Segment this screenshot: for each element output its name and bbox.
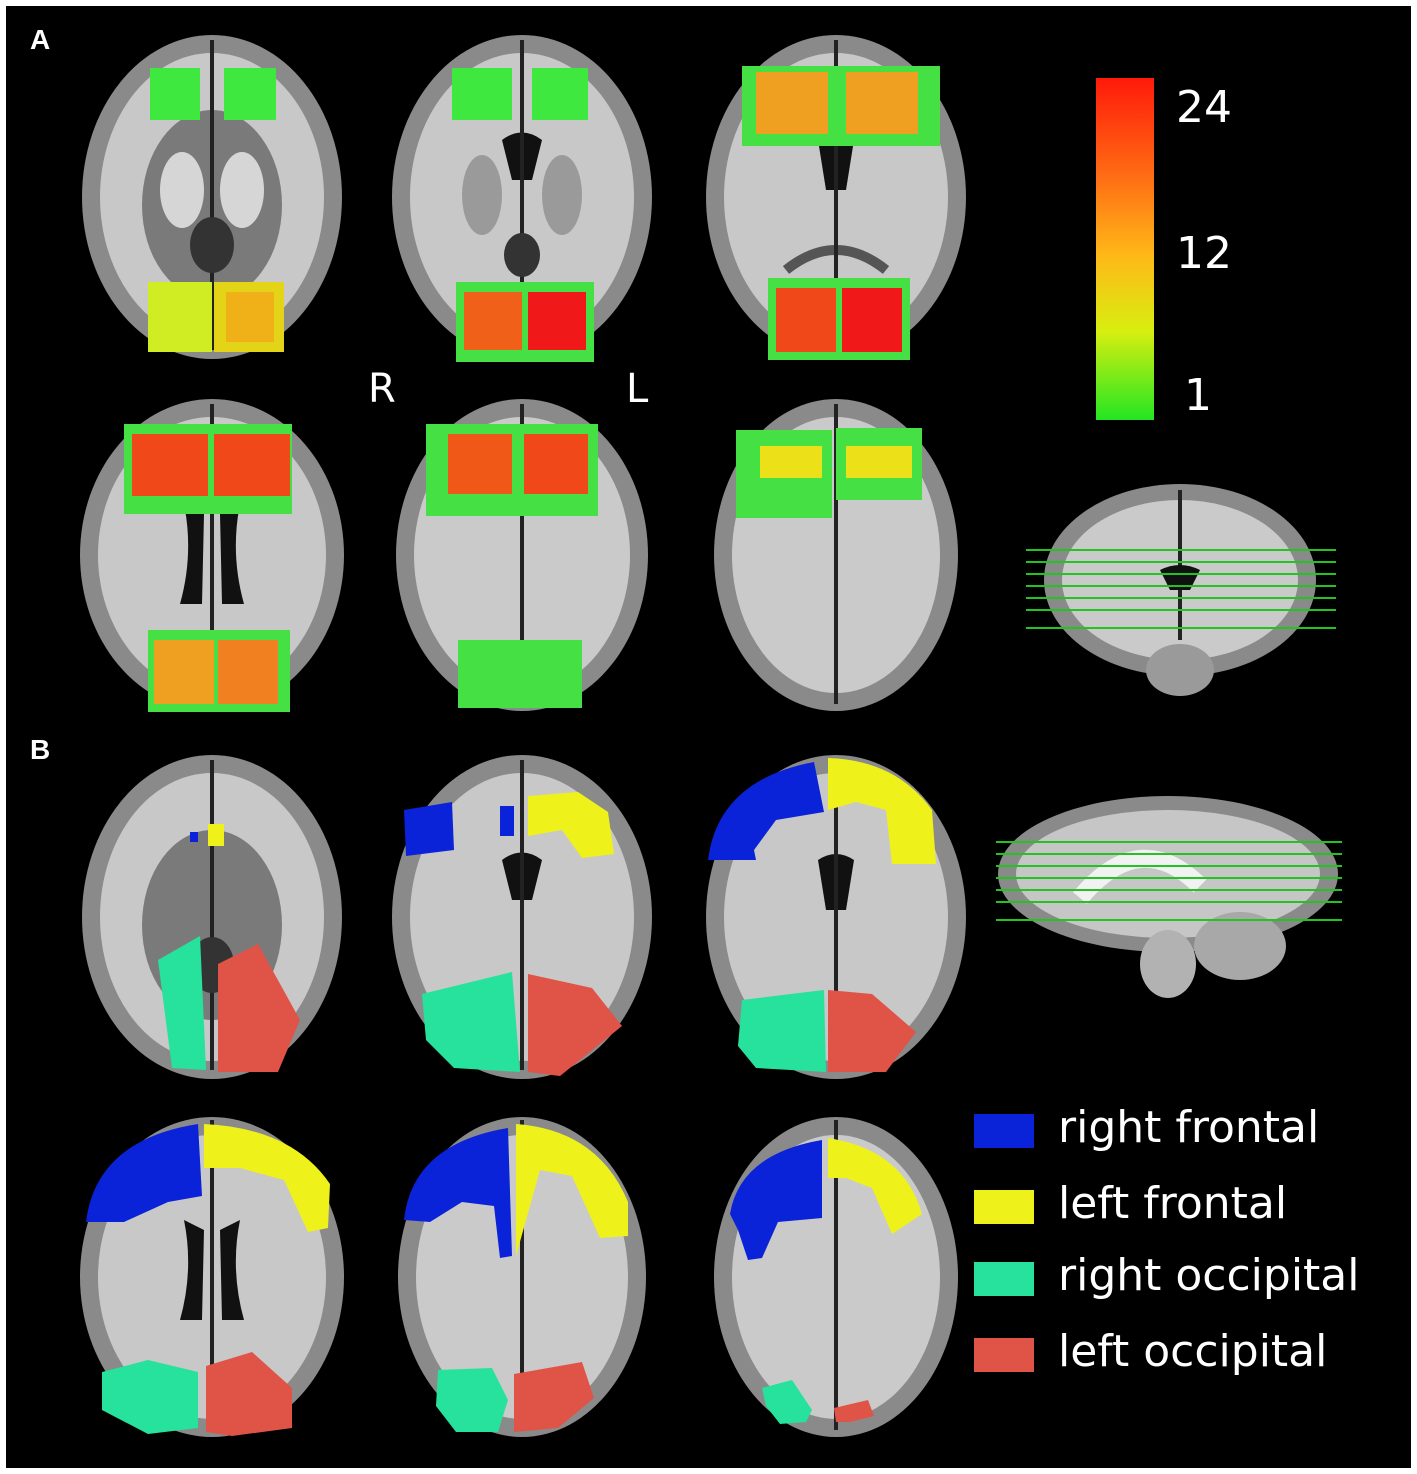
figure: A B R L 24 12 1 — [6, 6, 1411, 1468]
brain-slice-b3 — [706, 755, 966, 1079]
brain-slice-a1 — [82, 35, 342, 359]
orientation-right: R — [368, 366, 396, 412]
brain-slice-b5 — [398, 1117, 646, 1437]
brain-slice-a5 — [396, 399, 648, 711]
brain-slice-a2 — [392, 35, 652, 362]
brain-slice-b6 — [714, 1117, 958, 1437]
sagittal-reference-slice — [996, 796, 1342, 998]
panel-label-b: B — [30, 734, 51, 765]
legend-label-left-frontal: left frontal — [1058, 1178, 1288, 1229]
orientation-left: L — [626, 366, 649, 412]
panel-label-a: A — [30, 24, 51, 55]
legend-label-left-occipital: left occipital — [1058, 1326, 1328, 1377]
legend-swatch-left-frontal — [974, 1190, 1034, 1224]
brain-slice-a3 — [706, 35, 966, 360]
colorbar — [1096, 78, 1154, 420]
brain-slice-b1 — [82, 755, 342, 1079]
brain-slice-a4 — [80, 399, 344, 712]
brain-slice-b2 — [392, 755, 652, 1079]
legend-swatch-right-frontal — [974, 1114, 1034, 1148]
coronal-reference-slice — [1026, 484, 1336, 696]
colorbar-mid-label: 12 — [1176, 228, 1232, 279]
colorbar-max-label: 24 — [1176, 82, 1232, 133]
legend-label-right-frontal: right frontal — [1058, 1102, 1320, 1153]
legend-label-right-occipital: right occipital — [1058, 1250, 1360, 1301]
brain-slice-a6 — [714, 399, 958, 711]
brain-slice-b4 — [80, 1117, 344, 1437]
legend-swatch-left-occipital — [974, 1338, 1034, 1372]
legend-swatch-right-occipital — [974, 1262, 1034, 1296]
colorbar-min-label: 1 — [1184, 370, 1212, 421]
